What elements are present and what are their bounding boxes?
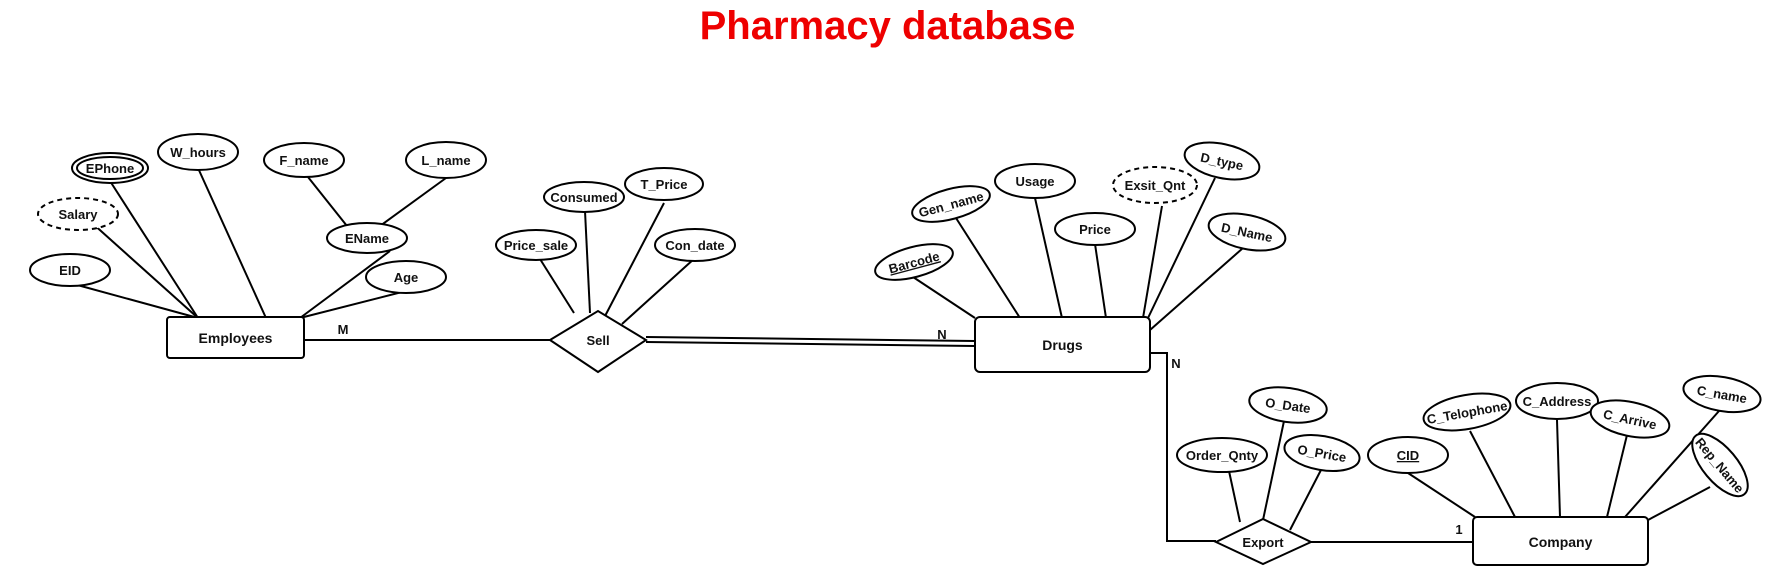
attribute-t-price: T_Price <box>624 167 704 201</box>
entity-employees: Employees <box>166 316 305 359</box>
connector-lines <box>69 167 1720 543</box>
attribute-c-address: C_Address <box>1515 382 1599 420</box>
svg-text:F_name: F_name <box>279 153 328 168</box>
attribute-o-date: O_Date <box>1248 386 1328 424</box>
entity-label: Drugs <box>1042 337 1083 353</box>
attribute-eid: EID <box>29 253 111 287</box>
entity-company: Company <box>1472 516 1649 566</box>
svg-text:Consumed: Consumed <box>550 190 617 205</box>
page-title: Pharmacy database <box>699 4 1076 48</box>
entity-label: Employees <box>199 330 273 346</box>
svg-text:T_Price: T_Price <box>641 177 688 192</box>
cardinality-drugs-export: N <box>1171 356 1180 371</box>
relationship-label: Sell <box>586 333 609 348</box>
svg-text:Order_Qnty: Order_Qnty <box>1186 448 1259 463</box>
cardinality-employees-sell: M <box>338 322 349 337</box>
svg-text:EID: EID <box>59 263 81 278</box>
entity-label: Company <box>1529 534 1593 550</box>
attribute-gen-name: Gen_name <box>911 185 991 223</box>
svg-text:Exsit_Qnt: Exsit_Qnt <box>1125 178 1186 193</box>
svg-text:EPhone: EPhone <box>86 161 134 176</box>
attribute-f-name: F_name <box>263 142 345 178</box>
attribute-cid: CID <box>1367 436 1449 474</box>
attribute-w-hours: W_hours <box>157 133 239 171</box>
attribute-barcode: Barcode <box>874 243 954 281</box>
attribute-ename: EName <box>326 222 408 254</box>
attribute-o-price: O_Price <box>1283 434 1361 472</box>
svg-text:Usage: Usage <box>1015 174 1054 189</box>
attribute-d-type: D_type <box>1183 141 1261 181</box>
entity-drugs: Drugs <box>974 316 1151 373</box>
cardinality-drugs-sell: N <box>937 327 946 342</box>
attribute-d-name: D_Name <box>1207 212 1287 252</box>
svg-text:Price: Price <box>1079 222 1111 237</box>
svg-text:W_hours: W_hours <box>170 145 226 160</box>
attribute-price-sale: Price_sale <box>495 229 577 261</box>
svg-text:Price_sale: Price_sale <box>504 238 568 253</box>
attribute-age: Age <box>365 260 447 294</box>
svg-text:Con_date: Con_date <box>665 238 724 253</box>
attribute-consumed: Consumed <box>543 181 625 213</box>
attribute-c-arrive: C_Arrive <box>1589 399 1671 439</box>
attribute-con-date: Con_date <box>654 228 736 262</box>
attribute-ephone: EPhone <box>71 152 149 184</box>
svg-text:Age: Age <box>394 270 419 285</box>
attribute-usage: Usage <box>994 163 1076 199</box>
attribute-c-name: C_name <box>1682 374 1762 414</box>
attribute-c-telophone: C_Telophone <box>1422 392 1512 432</box>
attribute-l-name: L_name <box>405 141 487 179</box>
svg-text:EName: EName <box>345 231 389 246</box>
attribute-order-qnty: Order_Qnty <box>1176 437 1268 473</box>
svg-text:O_Date: O_Date <box>1264 395 1311 416</box>
relationship-label: Export <box>1242 535 1284 550</box>
cardinality-company-export: 1 <box>1455 522 1462 537</box>
svg-text:CID: CID <box>1397 448 1419 463</box>
svg-text:L_name: L_name <box>421 153 470 168</box>
attribute-salary: Salary <box>37 197 119 231</box>
relationship-sell: Sell <box>548 309 648 374</box>
attribute-price: Price <box>1054 212 1136 246</box>
svg-text:C_Address: C_Address <box>1523 394 1592 409</box>
relationship-export: Export <box>1213 517 1314 566</box>
attribute-rep-name: Rep_Name <box>1691 432 1749 498</box>
attribute-exsit-qnt: Exsit_Qnt <box>1112 166 1198 204</box>
svg-text:Salary: Salary <box>58 207 98 222</box>
